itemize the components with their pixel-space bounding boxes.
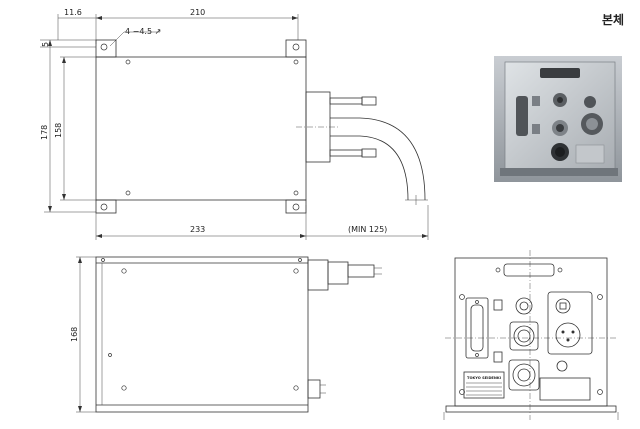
- rear-panel-view: TOKYO SEIDENKI: [443, 250, 619, 420]
- side-view: 168: [70, 256, 382, 413]
- dim-side-height: 168: [70, 327, 79, 342]
- xlr-connector: [555, 322, 581, 348]
- power-switch: [555, 298, 571, 314]
- lower-round-connector: [512, 363, 536, 387]
- dim-hole-note: 4 −4.5 ↗: [125, 27, 161, 36]
- round-connector: [515, 297, 533, 315]
- page-title: 본체: [602, 12, 624, 27]
- housing-top-view: [95, 56, 307, 201]
- dim-offset-left: 11.6: [64, 8, 82, 17]
- product-photo: [494, 56, 622, 182]
- nameplate: [463, 371, 505, 399]
- cable: [330, 117, 426, 201]
- ground-terminal-plate: [539, 377, 591, 401]
- dim-offset-top: 5: [41, 42, 50, 47]
- dim-outer-height: 178: [40, 125, 49, 140]
- top-view: 11.6 210 4 −4.5 ↗ 5 178 158: [40, 8, 429, 240]
- dim-width-top: 210: [190, 8, 205, 17]
- nameplate-brand: TOKYO SEIDENKI: [467, 376, 501, 380]
- housing-side-view: [95, 256, 309, 413]
- dim-cable-min: (MIN 125): [348, 225, 387, 234]
- dim-inner-height: 158: [54, 123, 63, 138]
- vertical-d-sub-connector: [470, 304, 484, 352]
- dim-body-length: 233: [190, 225, 205, 234]
- top-d-sub-connector: [503, 263, 555, 277]
